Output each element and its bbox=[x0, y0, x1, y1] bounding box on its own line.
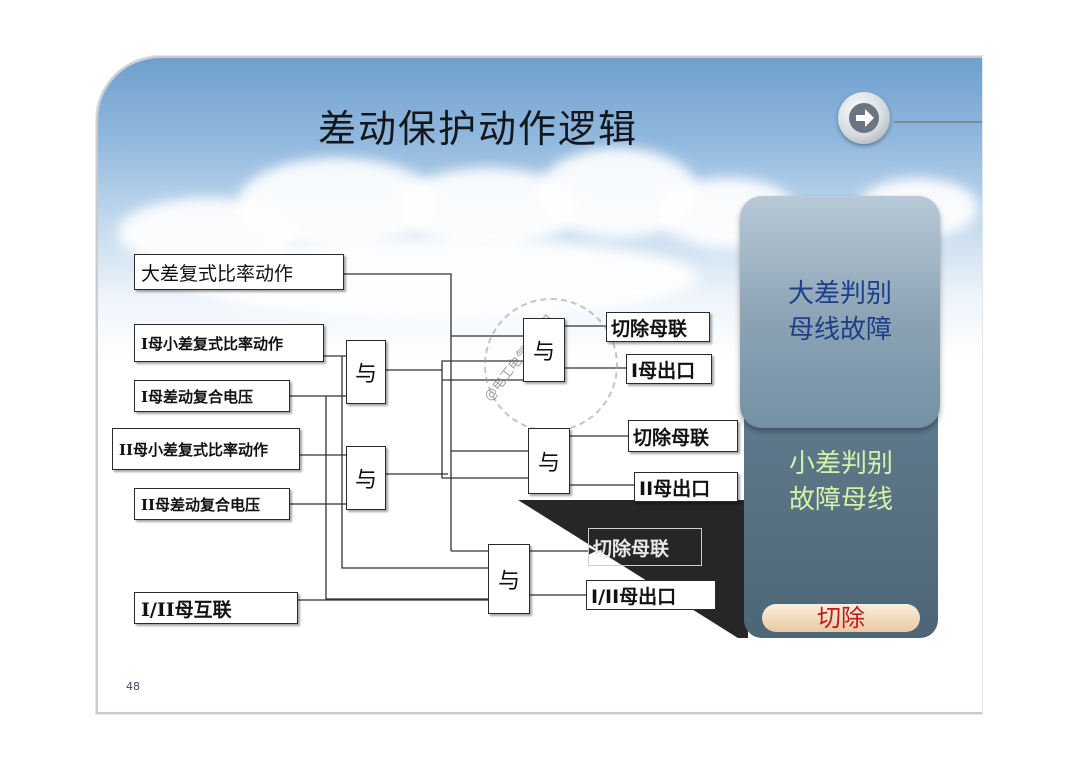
wire-big-diff bbox=[344, 273, 452, 551]
page-number: 48 bbox=[126, 680, 140, 693]
wire-bus1-v-to-gate3 bbox=[325, 396, 488, 600]
wire-bus1-s-to-gate3 bbox=[341, 356, 488, 569]
next-arrow-button[interactable] bbox=[838, 92, 890, 144]
page-title: 差动保护动作逻辑 bbox=[318, 107, 639, 151]
input-box-bus1-voltage: I母差动复合电压 bbox=[134, 380, 290, 412]
arrow-right-icon bbox=[849, 103, 879, 133]
and-gate-bus2: 与 bbox=[346, 446, 386, 510]
and-gate-interconnect: 与 bbox=[488, 544, 530, 614]
input-box-big-diff: 大差复式比率动作 bbox=[134, 254, 344, 290]
and-gate-bus1: 与 bbox=[346, 340, 386, 404]
output-bus1-cut-coupler: 切除母联 bbox=[606, 312, 710, 342]
output-bus2-cut-coupler: 切除母联 bbox=[628, 420, 738, 452]
nav-divider bbox=[894, 121, 982, 123]
input-box-bus1-small-diff: I母小差复式比率动作 bbox=[134, 324, 324, 362]
small-diff-text-line2: 故障母线 bbox=[788, 485, 893, 515]
output-inter-exit: I/II母出口 bbox=[586, 580, 716, 610]
wire-gateA-to-gate2 bbox=[441, 370, 528, 479]
and-gate-bus1-out: 与 bbox=[523, 318, 565, 382]
wire-gateA-out bbox=[386, 360, 523, 371]
output-bus2-exit: II母出口 bbox=[634, 472, 738, 502]
slide: 差动保护动作逻辑 小差判别 故障母线 大差判别 母线故障 切除 bbox=[96, 56, 982, 714]
output-bus1-exit: I母出口 bbox=[626, 354, 712, 384]
big-diff-panel: 大差判别 母线故障 bbox=[740, 196, 940, 428]
big-diff-text-line1: 大差判别 bbox=[787, 279, 892, 309]
input-box-bus2-small-diff: II母小差复式比率动作 bbox=[112, 428, 300, 470]
output-inter-cut-coupler: 切除母联 bbox=[588, 528, 702, 566]
and-gate-bus2-out: 与 bbox=[528, 428, 570, 494]
small-diff-text-line1: 小差判别 bbox=[788, 449, 893, 479]
big-diff-text-line2: 母线故障 bbox=[787, 315, 892, 345]
small-diff-panel: 小差判别 故障母线 bbox=[744, 414, 938, 638]
cut-button[interactable]: 切除 bbox=[762, 604, 920, 632]
input-box-bus2-voltage: II母差动复合电压 bbox=[134, 488, 290, 520]
input-box-bus-interconnect: I/II母互联 bbox=[134, 592, 298, 624]
